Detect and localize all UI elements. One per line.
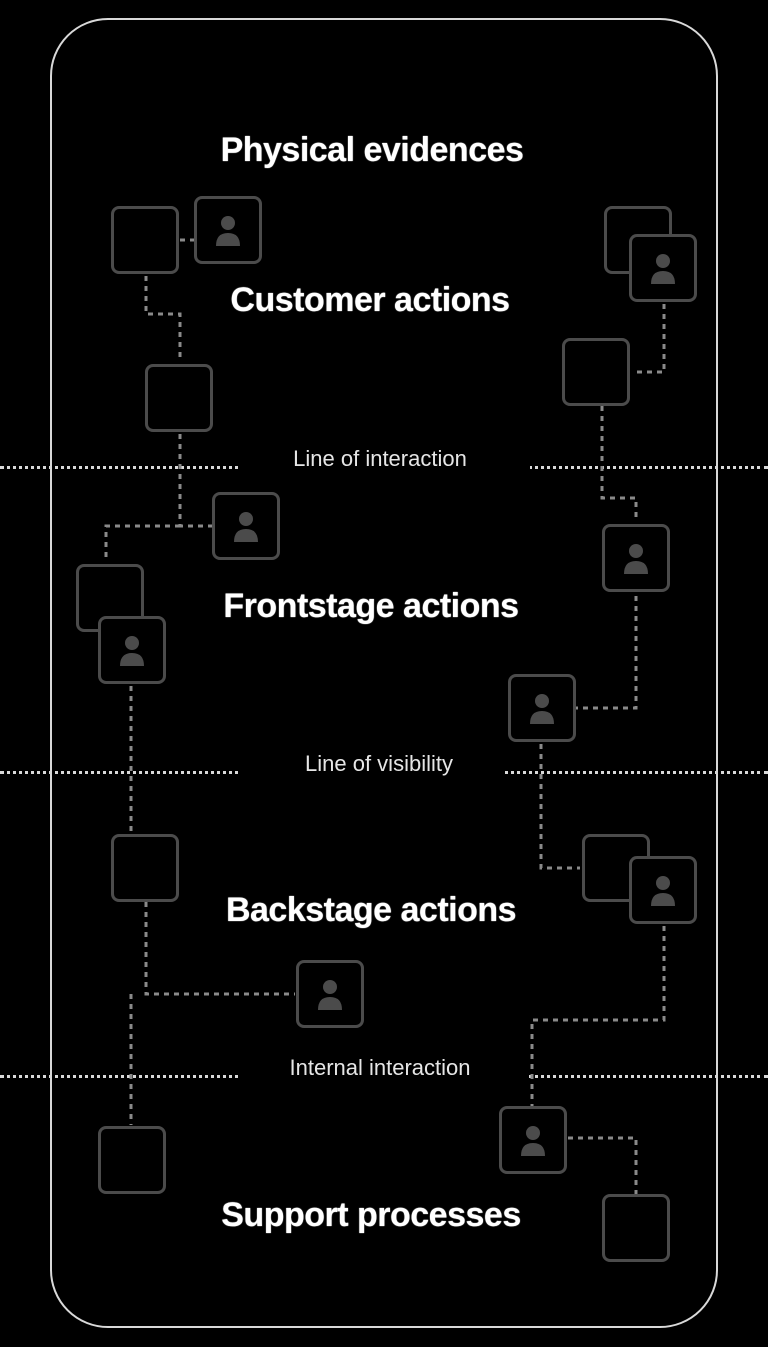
person-icon bbox=[651, 876, 675, 906]
person-icon bbox=[651, 254, 675, 284]
support-step bbox=[499, 1106, 567, 1174]
connector bbox=[576, 596, 638, 710]
frontstage-step bbox=[602, 524, 670, 592]
backstage-step bbox=[629, 856, 697, 924]
connector bbox=[568, 1136, 638, 1194]
lane-title-frontstage-actions: Frontstage actions bbox=[223, 587, 519, 625]
frontstage-step bbox=[98, 616, 166, 684]
customer-step bbox=[194, 196, 262, 264]
frontstage-step bbox=[212, 492, 280, 560]
person-icon bbox=[318, 980, 342, 1010]
evidence-box bbox=[111, 206, 179, 274]
connector bbox=[539, 744, 580, 870]
lane-title-customer-actions: Customer actions bbox=[230, 281, 510, 319]
person-icon bbox=[624, 544, 648, 574]
customer-action-box bbox=[145, 364, 213, 432]
person-icon bbox=[234, 512, 258, 542]
person-icon bbox=[521, 1126, 545, 1156]
person-icon bbox=[216, 216, 240, 246]
blueprint-frame bbox=[50, 18, 718, 1328]
lane-title-backstage-actions: Backstage actions bbox=[225, 891, 517, 929]
customer-action-box bbox=[562, 338, 630, 406]
connector bbox=[530, 926, 666, 1106]
person-icon bbox=[120, 636, 144, 666]
connector bbox=[104, 524, 180, 562]
lane-title-physical-evidences: Physical evidences bbox=[220, 131, 524, 169]
connector bbox=[632, 304, 666, 374]
line-label-visibility: Line of visibility bbox=[305, 751, 453, 776]
lane-title-support-processes: Support processes bbox=[221, 1196, 521, 1234]
customer-step bbox=[629, 234, 697, 302]
person-icon bbox=[530, 694, 554, 724]
line-label-internal: Internal interaction bbox=[289, 1055, 471, 1080]
frontstage-step bbox=[508, 674, 576, 742]
connector bbox=[144, 902, 295, 996]
backstage-box bbox=[111, 834, 179, 902]
backstage-step bbox=[296, 960, 364, 1028]
line-label-interaction: Line of interaction bbox=[293, 446, 467, 471]
support-box bbox=[602, 1194, 670, 1262]
support-box bbox=[98, 1126, 166, 1194]
connector bbox=[144, 276, 182, 362]
